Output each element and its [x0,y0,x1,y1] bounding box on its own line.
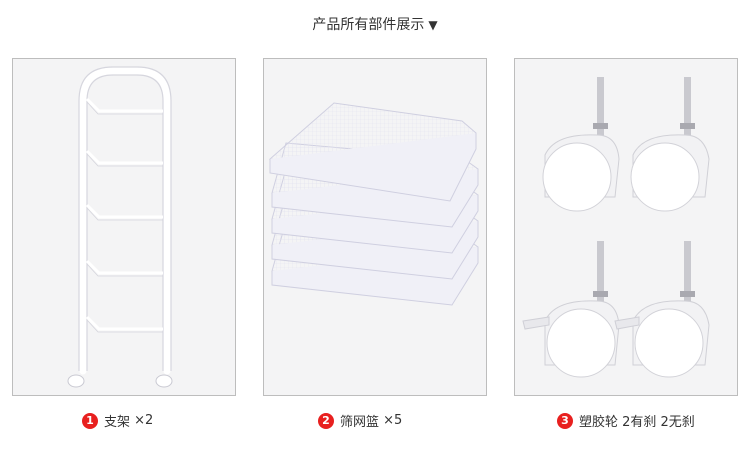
part-qty: ×5 [383,413,403,428]
part-qty: ×2 [134,413,154,428]
caption-part-1: 1 支架 ×2 [82,411,153,430]
section-title: 产品所有部件展示▼ [0,14,750,34]
number-badge: 3 [557,412,573,429]
baskets-image [268,102,479,306]
panel-casters [514,58,738,396]
caption-part-3: 3 塑胶轮 2有刹 2无刹 [557,411,695,430]
part-label: 筛网篮 [340,415,380,430]
section-title-text: 产品所有部件展示 [312,17,425,33]
number-badge: 1 [82,412,98,429]
part-label: 支架 [104,415,131,430]
caption-part-2: 2 筛网篮 ×5 [318,411,402,430]
part-label: 塑胶轮 2有刹 2无刹 [579,415,695,430]
stand-image [67,66,173,388]
number-badge: 2 [318,412,334,429]
panel-stand [12,58,236,396]
casters-image [522,77,710,378]
panel-baskets [263,58,487,396]
triangle-down-icon: ▼ [428,18,438,32]
